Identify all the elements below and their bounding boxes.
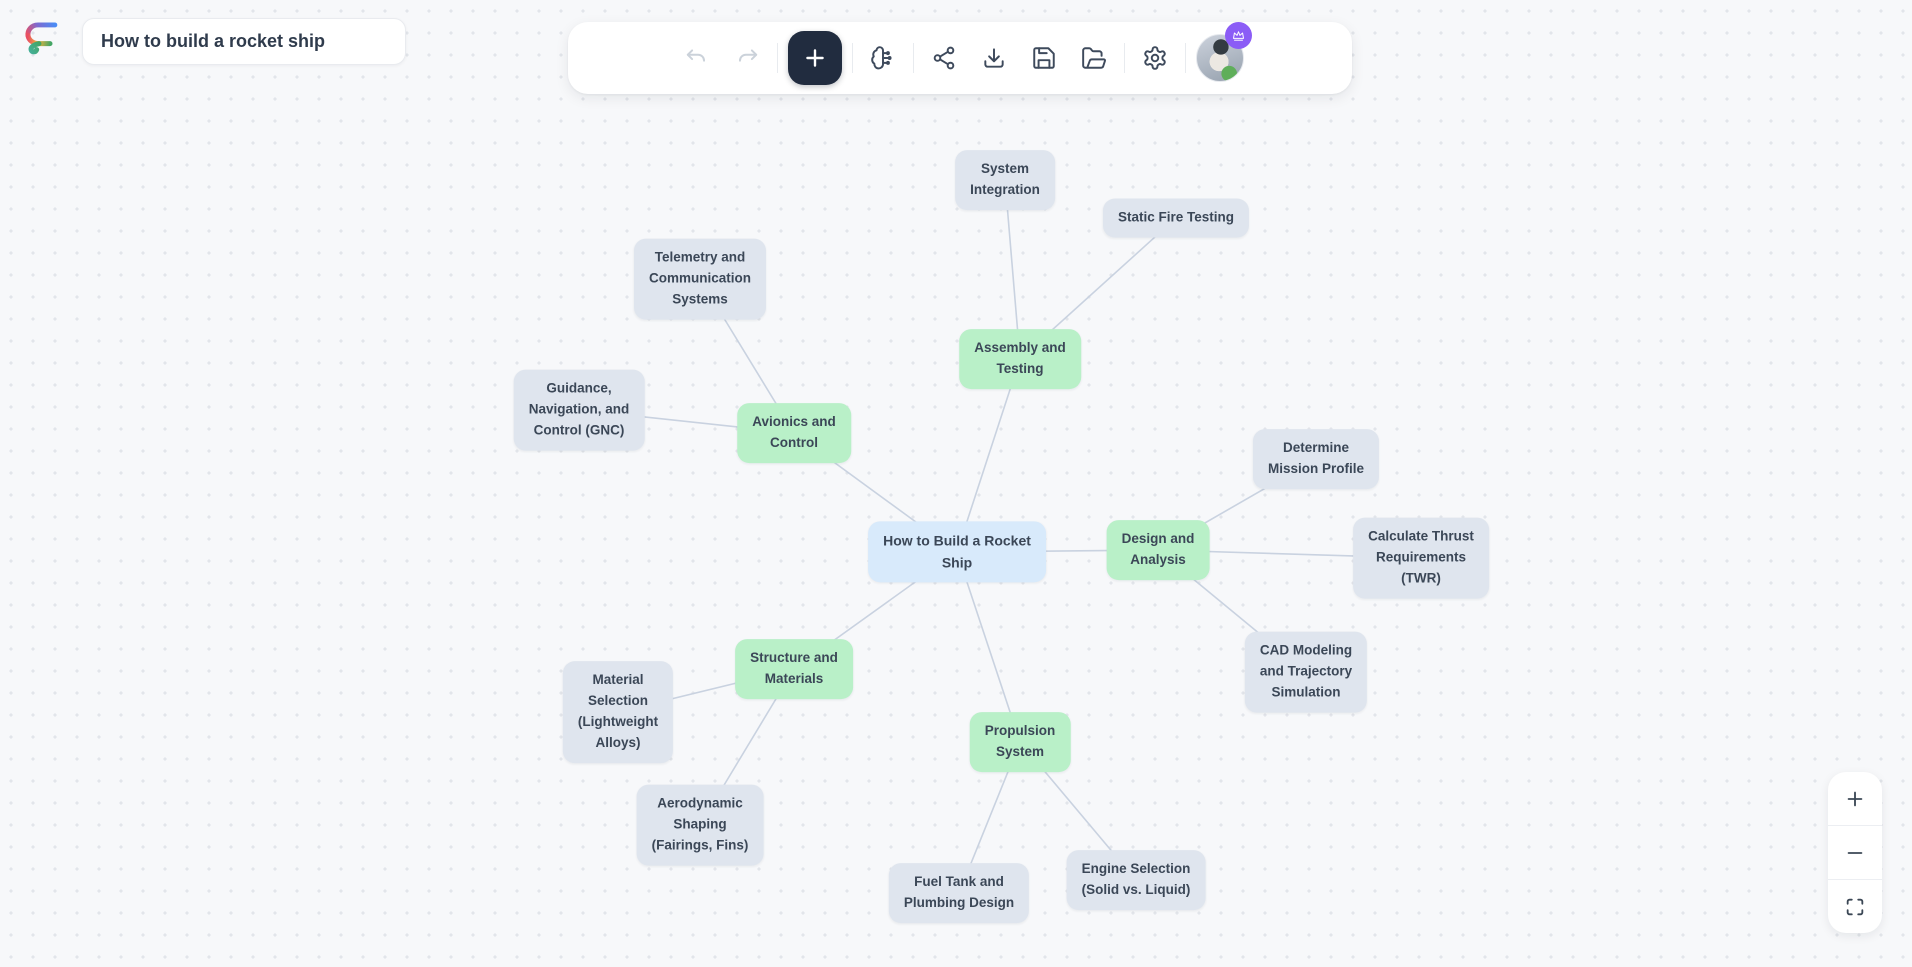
- folder-open-icon: [1081, 47, 1106, 69]
- redo-button[interactable]: [727, 38, 767, 78]
- mindmap-node-system-integration[interactable]: System Integration: [955, 150, 1055, 210]
- open-file-button[interactable]: [1074, 38, 1114, 78]
- undo-arrow-icon: [686, 49, 705, 62]
- mindmap-node-avionics[interactable]: Avionics and Control: [737, 403, 851, 463]
- main-toolbar: [568, 22, 1352, 94]
- toolbar-divider: [776, 43, 778, 73]
- mindmap-node-engine[interactable]: Engine Selection (Solid vs. Liquid): [1066, 850, 1206, 910]
- zoom-controls: [1828, 772, 1882, 933]
- settings-button[interactable]: [1135, 38, 1175, 78]
- mindmap-node-propulsion[interactable]: Propulsion System: [969, 712, 1071, 772]
- zoom-out-button[interactable]: [1828, 825, 1882, 879]
- mindmap-node-aero[interactable]: Aerodynamic Shaping (Fairings, Fins): [636, 784, 764, 866]
- edge-root-assembly: [956, 358, 1021, 553]
- share-button[interactable]: [924, 38, 964, 78]
- account-menu[interactable]: [1195, 22, 1252, 82]
- fit-view-button[interactable]: [1828, 879, 1882, 933]
- app-logo-icon[interactable]: [16, 12, 62, 58]
- plus-icon: [805, 49, 824, 67]
- premium-crown-badge: [1224, 22, 1252, 49]
- mindmap-node-thrust[interactable]: Calculate Thrust Requirements (TWR): [1353, 517, 1489, 599]
- mindmap-node-structure[interactable]: Structure and Materials: [735, 639, 853, 699]
- toolbar-divider: [1184, 43, 1186, 73]
- document-title-input[interactable]: [83, 31, 405, 52]
- toolbar-divider: [1123, 43, 1125, 73]
- mindmap-node-fuel-tank[interactable]: Fuel Tank and Plumbing Design: [888, 863, 1030, 923]
- download-button[interactable]: [974, 38, 1014, 78]
- mindmap-node-material[interactable]: Material Selection (Lightweight Alloys): [562, 661, 674, 763]
- download-icon: [983, 48, 1004, 68]
- mindmap-node-mission-profile[interactable]: Determine Mission Profile: [1252, 429, 1380, 489]
- toolbar-divider: [851, 43, 853, 73]
- fullscreen-brackets-icon: [1846, 898, 1864, 915]
- plus-icon: [1847, 791, 1863, 806]
- mindmap-node-cad[interactable]: CAD Modeling and Trajectory Simulation: [1244, 631, 1368, 713]
- floppy-save-icon: [1032, 47, 1055, 69]
- undo-button[interactable]: [677, 38, 717, 78]
- brain-circuit-icon: [870, 46, 892, 70]
- mindmap-node-design[interactable]: Design and Analysis: [1106, 520, 1210, 580]
- minus-icon: [1847, 851, 1863, 854]
- add-node-button[interactable]: [787, 31, 842, 85]
- mindmap-node-assembly[interactable]: Assembly and Testing: [959, 329, 1081, 389]
- gear-icon: [1143, 46, 1166, 70]
- edge-root-propulsion: [956, 551, 1021, 743]
- toolbar-divider: [912, 43, 914, 73]
- save-button[interactable]: [1024, 38, 1064, 78]
- share-icon: [933, 46, 954, 70]
- crown-icon: [1232, 31, 1244, 41]
- ai-assistant-button[interactable]: [863, 38, 903, 78]
- mindmap-node-root[interactable]: How to Build a Rocket Ship: [868, 521, 1046, 583]
- mindmap-node-gnc[interactable]: Guidance, Navigation, and Control (GNC): [513, 369, 645, 451]
- mindmap-node-telemetry[interactable]: Telemetry and Communication Systems: [633, 238, 767, 320]
- redo-arrow-icon: [738, 49, 757, 62]
- mindmap-node-static-fire[interactable]: Static Fire Testing: [1102, 198, 1250, 238]
- document-title-box: [82, 18, 406, 65]
- zoom-in-button[interactable]: [1828, 772, 1882, 825]
